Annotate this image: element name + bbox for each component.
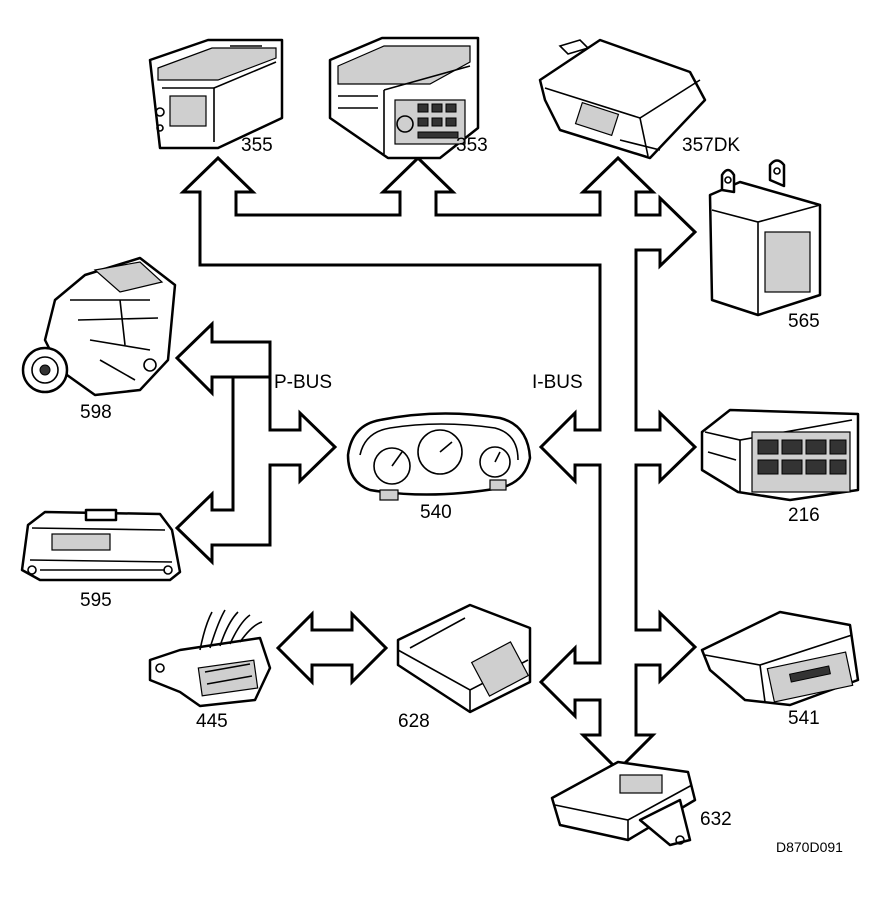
p-bus-network [174,320,338,566]
label-355: 355 [241,135,273,156]
labels: 355 353 357DK 565 598 P-BUS I-BUS 540 21… [80,135,843,855]
label-541: 541 [788,708,820,729]
label-445: 445 [196,711,228,732]
module-598 [21,256,177,397]
module-216 [700,408,860,502]
label-540: 540 [420,502,452,523]
module-540 [346,412,532,501]
module-355 [148,38,284,150]
p-bus-branch [174,320,338,566]
module-565 [708,159,822,317]
module-357dk [538,38,707,160]
label-632: 632 [700,809,732,830]
label-i-bus: I-BUS [532,372,583,393]
label-p-bus: P-BUS [274,372,332,393]
module-445 [148,609,272,708]
i-bus-network [179,155,698,773]
label-216: 216 [788,505,820,526]
module-541 [700,610,860,707]
label-628: 628 [398,711,430,732]
drawing-reference: D870D091 [776,839,843,855]
module-353 [328,36,480,160]
label-598: 598 [80,402,112,423]
module-628 [396,603,532,714]
label-565: 565 [788,311,820,332]
module-632 [550,760,697,847]
label-595: 595 [80,590,112,611]
module-595 [20,508,182,582]
label-353: 353 [456,135,488,156]
link-445-628 [275,610,389,686]
label-357dk: 357DK [682,135,740,156]
i-bus-top-branch [179,155,698,773]
bidirectional-arrow-445-628 [275,610,389,686]
